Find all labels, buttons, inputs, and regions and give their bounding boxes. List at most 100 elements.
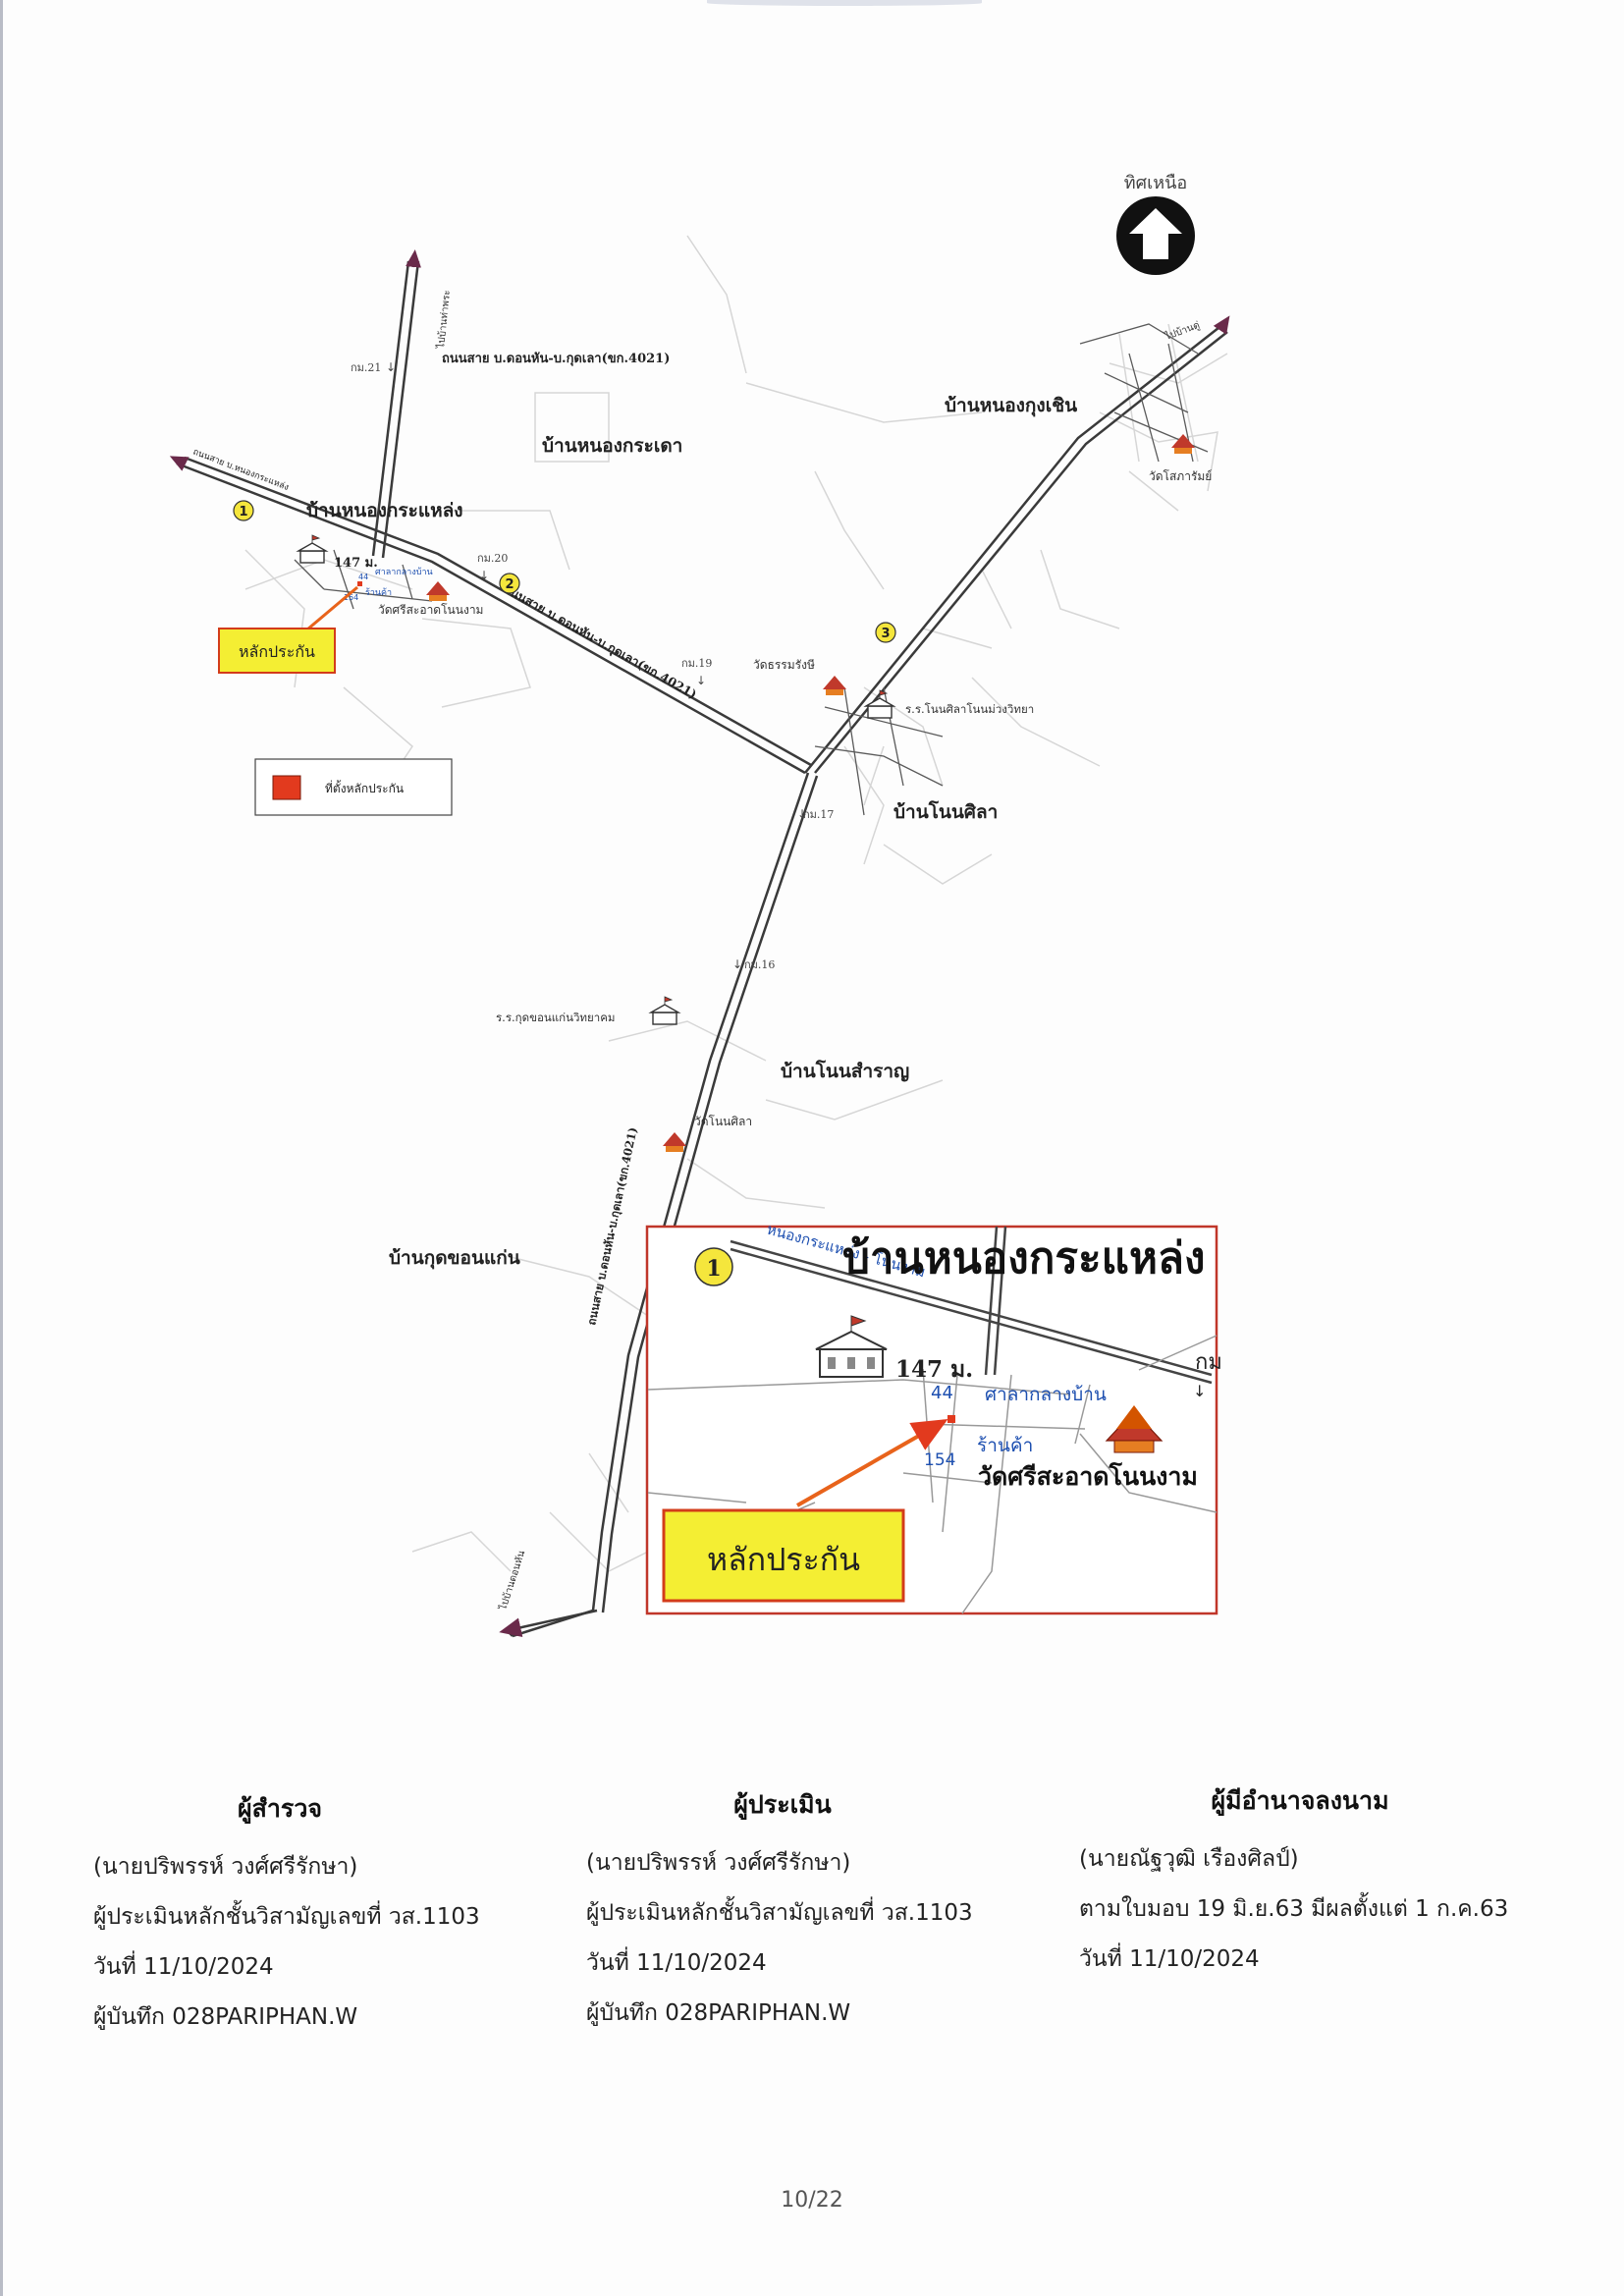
temple-icon <box>823 676 846 695</box>
signature-name: (นายปริพรรห์ วงศ์ศรีรักษา) <box>586 1850 851 1876</box>
callout-marker: 1 <box>233 500 254 521</box>
temple-labels: วัดโสภารัมย์ วัดศรีสะอาดโนนงาม วัดธรรมรั… <box>378 469 1212 1128</box>
inset-km-label: กม <box>1195 1350 1222 1375</box>
collateral-label: หลักประกัน <box>239 642 315 661</box>
village-label: บ้านหนองกุงเชิน <box>945 395 1077 417</box>
inset-collateral-pointer <box>796 1419 948 1507</box>
school-icons <box>296 534 896 1025</box>
inset-community-hall-label: ศาลากลางบ้าน <box>985 1384 1107 1405</box>
inset-callout-marker <box>694 1247 733 1286</box>
inset-shop-label: ร้านค้า <box>977 1435 1033 1456</box>
inset-callout-number: 1 <box>706 1256 721 1282</box>
inset-map: 1 หนองกระแหล่ง - โนนงาม บ้านหนองกระแหล่ง… <box>645 1221 1222 1615</box>
north-arrow-icon <box>1116 196 1195 275</box>
road-arrow-northwest <box>169 456 189 471</box>
village-grid-west <box>294 549 433 610</box>
callout-marker: 2 <box>499 573 520 594</box>
temple-label: วัดโสภารัมย์ <box>1149 469 1212 483</box>
svg-text:↓: ↓ <box>696 674 706 687</box>
inset-temple-icon <box>1105 1405 1164 1453</box>
school-icon <box>863 689 896 719</box>
callout-number: 3 <box>881 627 890 641</box>
village-label: บ้านโนนศิลา <box>893 800 998 823</box>
road-name-northwest: ถนนสาย บ.หนองกระแหล่ง <box>191 447 290 492</box>
svg-text:↓: ↓ <box>386 360 396 374</box>
school-label: ร.ร.โนนศิลาโนนม่วงวิทยา <box>905 702 1034 716</box>
road-arrow-northeast <box>1213 315 1230 335</box>
road-label-south: ไปบ้านดอนหัน <box>497 1549 527 1613</box>
inset-parcel-label: 44 <box>931 1383 953 1403</box>
main-roads <box>176 260 1228 1638</box>
collateral-pointer <box>306 585 358 631</box>
svg-text:↓: ↓ <box>797 807 807 821</box>
village-labels: บ้านหนองกุงเชิน บ้านหนองกระเดา บ้านหนองก… <box>306 395 1077 1270</box>
village-grid-center <box>814 686 944 816</box>
inset-parcel-label: 154 <box>924 1450 955 1470</box>
parcel-label: 44 <box>358 573 368 581</box>
temple-icon <box>1171 434 1195 454</box>
collateral-label-box <box>218 628 336 674</box>
signature-name: (นายปริพรรห์ วงศ์ศรีรักษา) <box>93 1854 358 1880</box>
temple-icons <box>426 434 1195 1152</box>
signature-line: วันที่ 11/10/2024 <box>586 1950 767 1976</box>
signature-block-appraiser: ผู้ประเมิน (นายปริพรรห์ วงศ์ศรีรักษา) ผู… <box>586 1785 1097 2039</box>
inset-school-icon <box>815 1315 888 1378</box>
inset-collateral-marker <box>947 1415 955 1423</box>
road-name-vertical: ถนนสาย บ.ดอนหัน-บ.กุดเลา(ขก.4021) <box>584 1126 640 1327</box>
signature-line: ผู้ประเมินหลักชั้นวิสามัญเลขที่ วส.1103 <box>93 1904 480 1930</box>
km-arrows: ↓ ↓ ↓ ↓ ↓ <box>386 360 807 971</box>
inset-collateral-box <box>662 1508 905 1603</box>
school-labels: ร.ร.โนนศิลาโนนม่วงวิทยา ร.ร.กุดขอนแก่นวิ… <box>496 702 1034 1024</box>
inset-village-label: บ้านหนองกระแหล่ง <box>842 1233 1205 1284</box>
inset-km-arrow: ↓ <box>1193 1382 1206 1400</box>
village-label: บ้านหนองกระเดา <box>542 435 682 457</box>
temple-label: วัดธรรมรังษี <box>753 658 815 672</box>
road-label-north: ไปบ้านท่าพระ <box>435 290 453 351</box>
inset-collateral-label: หลักประกัน <box>707 1541 860 1578</box>
signature-line: วันที่ 11/10/2024 <box>1079 1946 1260 1972</box>
km-marker: กม.21 <box>351 361 381 374</box>
school-label: ร.ร.กุดขอนแก่นวิทยาคม <box>496 1011 615 1024</box>
svg-text:↓: ↓ <box>479 569 489 582</box>
village-label: บ้านหนองกระแหล่ง <box>306 500 463 521</box>
km-marker: กม.16 <box>744 958 775 971</box>
inset-temple-label: วัดศรีสะอาดโนนงาม <box>978 1461 1198 1491</box>
page-edge <box>0 0 3 2296</box>
signature-block-authorized: ผู้มีอำนาจลงนาม (นายณัฐวุฒิ เรืองศิลป์) … <box>1079 1781 1590 1985</box>
legend-label: ที่ตั้งหลักประกัน <box>325 780 404 795</box>
temple-icon <box>426 581 450 601</box>
callout-number: 2 <box>505 577 514 592</box>
km-marker: กม.19 <box>681 657 712 670</box>
temple-label: วัดโนนศิลา <box>694 1115 752 1128</box>
temple-icon <box>663 1132 686 1152</box>
road-arrow-north <box>406 249 421 268</box>
parcel-label: 154 <box>344 593 358 602</box>
village-label: บ้านโนนสำราญ <box>781 1060 909 1082</box>
page-number: 10/22 <box>781 2188 843 2213</box>
temple-label: วัดศรีสะอาดโนนงาม <box>378 603 483 617</box>
community-hall-label: ศาลากลางบ้าน <box>375 567 433 577</box>
road-name-horizontal: ถนนสาย บ.ดอนหัน-บ.กุดเลา(ขก.4021) <box>442 352 670 366</box>
village-label: บ้านกุดขอนแก่น <box>389 1247 520 1270</box>
callout-marker: 3 <box>875 622 896 643</box>
svg-text:↓: ↓ <box>732 957 742 971</box>
road-arrow-south <box>499 1609 598 1638</box>
inset-roads <box>730 1226 1213 1385</box>
school-icon <box>296 534 329 564</box>
km-marker: กม.20 <box>477 552 508 565</box>
signature-line: ตามใบมอบ 19 มิ.ย.63 มีผลตั้งแต่ 1 ก.ค.63 <box>1079 1896 1509 1922</box>
km-markers: กม.21 กม.20 กม.19 กม.17 กม.16 <box>351 361 834 971</box>
km-marker: กม.17 <box>803 808 834 821</box>
signature-role: ผู้ประเมิน <box>733 1790 832 1819</box>
shop-label: ร้านค้า <box>365 587 392 598</box>
road-name-diagonal: ถนนสาย บ.ดอนหัน-บ.กุดเลา(ขก.4021) <box>501 581 699 703</box>
signature-line: ผู้บันทึก 028PARIPHAN.W <box>93 2004 358 2030</box>
signature-line: ผู้บันทึก 028PARIPHAN.W <box>586 2000 851 2026</box>
callout-markers: 1 2 3 <box>233 500 896 643</box>
scan-shadow <box>707 0 982 6</box>
house-number-label: 147 ม. <box>334 556 378 571</box>
signature-line: ผู้ประเมินหลักชั้นวิสามัญเลขที่ วส.1103 <box>586 1900 973 1926</box>
signature-role: ผู้มีอำนาจลงนาม <box>1211 1786 1389 1815</box>
callout-number: 1 <box>239 505 247 519</box>
